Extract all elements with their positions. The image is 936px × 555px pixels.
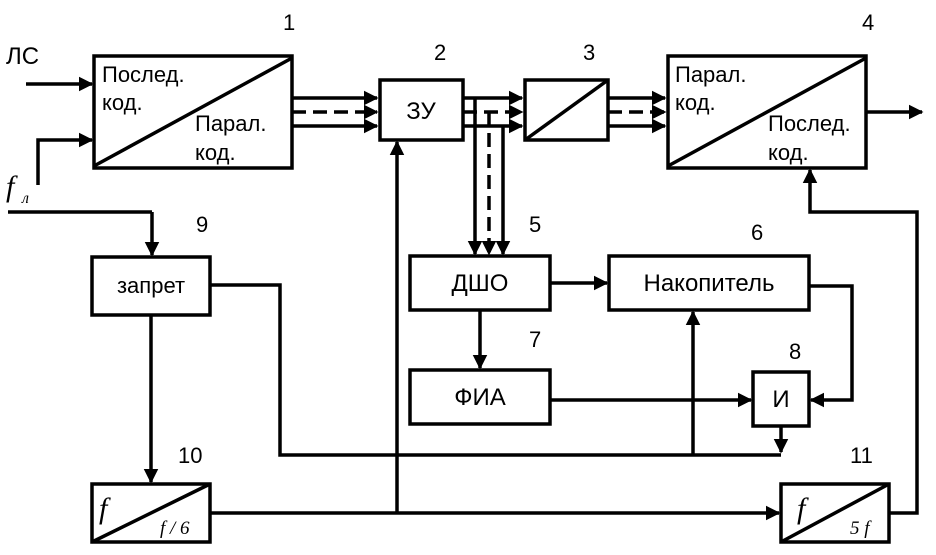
block-1-top-line2: код.: [102, 90, 143, 115]
block-5-number: 5: [529, 212, 541, 237]
block-4-top-line1: Парал.: [675, 62, 746, 87]
block-4-bottom-line2: код.: [768, 140, 809, 165]
block-10-frequency-divider: f f / 6: [90, 482, 212, 544]
block-2-number: 2: [434, 40, 446, 65]
block-2-memory: [378, 78, 465, 142]
block-4-parallel-to-serial: Парал. код. Послед. код.: [666, 54, 868, 170]
block-9-label: запрет: [117, 273, 185, 298]
block-9-number: 9: [196, 212, 208, 237]
block-11-frequency-multiplier: f 5 f: [779, 482, 891, 544]
block-8-and-gate: [751, 370, 811, 428]
block-2-label: ЗУ: [406, 98, 436, 125]
block-1-number: 1: [283, 10, 295, 35]
block-8-label: И: [772, 386, 789, 413]
block-6-accumulator: [607, 254, 811, 312]
block-3-number: 3: [583, 40, 595, 65]
block-11-out-label: 5 f: [850, 518, 872, 539]
block-7-fia: [408, 368, 552, 426]
and-to-inhibit-line: [210, 283, 781, 457]
multiplier-to-block4-arrow: [802, 168, 919, 515]
svg-text:f: f: [6, 170, 18, 203]
accumulator-to-and-arrow: [809, 284, 854, 408]
fl-to-block1-arrow: [36, 132, 94, 185]
bus-1-to-2: [292, 90, 379, 134]
block-4-bottom-line1: Послед.: [768, 111, 851, 136]
block-1-top-line1: Послед.: [102, 62, 185, 87]
block-11-number: 11: [850, 443, 873, 468]
ls-input-label: ЛС: [6, 43, 39, 70]
block-5-label: ДШО: [452, 270, 509, 297]
block-10-out-label: f / 6: [160, 518, 190, 539]
block-7-label: ФИА: [454, 384, 506, 411]
bus-2-to-3: [463, 90, 524, 134]
block-6-label: Накопитель: [644, 270, 775, 297]
block-8-number: 8: [789, 339, 801, 364]
block-6-number: 6: [751, 220, 763, 245]
block-3-converter: [523, 78, 610, 142]
bus-2-to-5: [467, 98, 511, 256]
svg-text:л: л: [21, 190, 29, 207]
block-10-number: 10: [178, 443, 202, 468]
block-1-serial-to-parallel: Послед. код. Парал. код.: [92, 54, 294, 170]
block-4-top-line2: код.: [675, 90, 716, 115]
fl-clock-label: f л: [6, 170, 29, 207]
bus-3-to-4: [608, 90, 667, 134]
block-1-bottom-line2: код.: [195, 140, 236, 165]
block-1-bottom-line1: Парал.: [195, 111, 266, 136]
block-7-number: 7: [529, 327, 541, 352]
block-4-number: 4: [862, 10, 874, 35]
